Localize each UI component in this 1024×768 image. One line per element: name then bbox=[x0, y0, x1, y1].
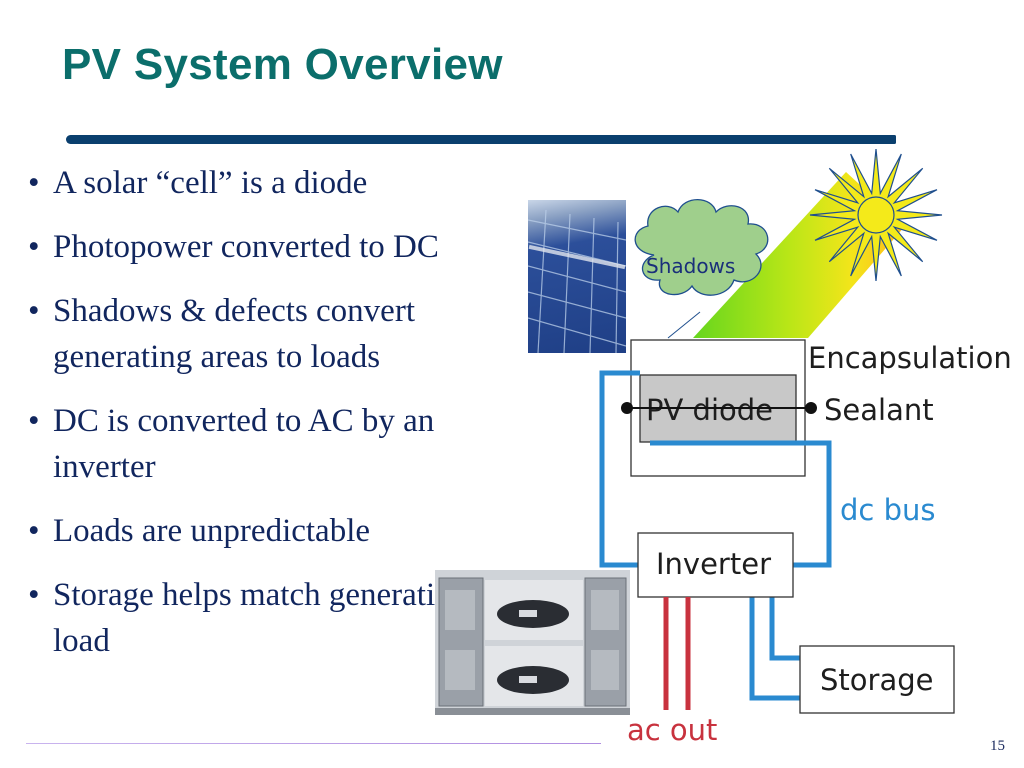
ac-out-label: ac out bbox=[627, 713, 717, 747]
storage-box bbox=[799, 645, 955, 714]
slide-title: PV System Overview bbox=[62, 40, 503, 89]
inverter-box bbox=[637, 532, 794, 598]
bullet-item: Storage helps match generation to load bbox=[28, 572, 528, 664]
page-number: 15 bbox=[990, 738, 1005, 754]
sealant-dot-left bbox=[621, 402, 633, 414]
inverter-equipment-photo bbox=[435, 570, 630, 715]
encapsulation-label: Encapsulation bbox=[808, 341, 1012, 375]
shadows-label: Shadows bbox=[646, 254, 735, 278]
inverter-label: Inverter bbox=[656, 547, 771, 581]
bullet-list: A solar “cell” is a diode Photopower con… bbox=[28, 160, 528, 682]
bullet-item: Loads are unpredictable bbox=[28, 508, 528, 554]
solar-panels-photo bbox=[528, 200, 626, 353]
cloud-icon bbox=[634, 198, 769, 296]
shadow-pointer bbox=[667, 311, 701, 339]
dc-bus-label: dc bus bbox=[840, 493, 935, 527]
storage-label: Storage bbox=[820, 663, 933, 697]
footer-line bbox=[26, 743, 601, 744]
ac-out-wires bbox=[663, 597, 691, 710]
bullet-item: Photopower converted to DC bbox=[28, 224, 528, 270]
sealant-label: Sealant bbox=[824, 393, 934, 427]
bullet-item: A solar “cell” is a diode bbox=[28, 160, 528, 206]
sun-icon bbox=[809, 148, 943, 282]
dc-bus-wires bbox=[599, 370, 832, 701]
sealant-dot-right bbox=[805, 402, 817, 414]
pv-diode-label: PV diode bbox=[646, 393, 773, 427]
bullet-item: DC is converted to AC by an inverter bbox=[28, 398, 528, 490]
title-underline bbox=[66, 135, 896, 144]
bullet-item: Shadows & defects convert generating are… bbox=[28, 288, 528, 380]
